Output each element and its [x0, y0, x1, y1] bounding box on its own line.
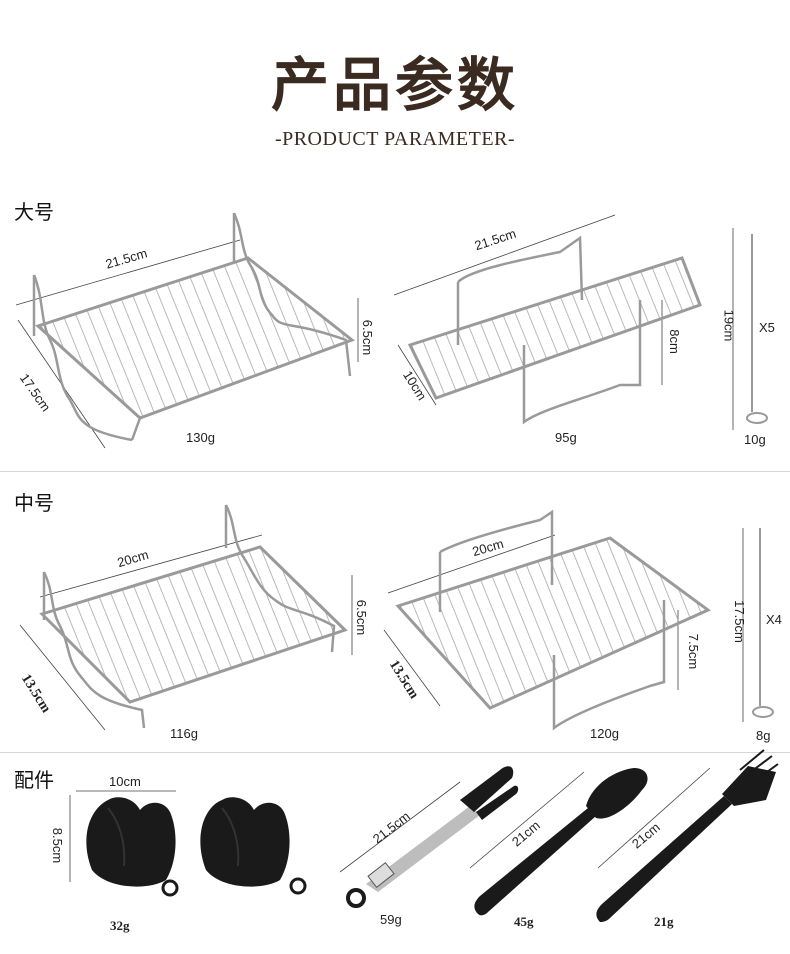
weight-medium-flat: 116g — [170, 726, 198, 741]
weight-tongs: 59g — [380, 912, 402, 927]
divider-medium-accessories — [0, 752, 790, 753]
section-label-accessories: 配件 — [14, 768, 54, 792]
weight-spatula: 45g — [514, 914, 534, 929]
dim-large-flat-height: 6.5cm — [360, 319, 376, 356]
dim-lines-tongs — [339, 781, 461, 873]
rack-medium-flat-shape — [39, 504, 348, 729]
weight-medium-skewer: 8g — [756, 728, 771, 743]
tongs-shape — [346, 766, 519, 908]
section-label-medium: 中号 — [14, 491, 54, 515]
weight-large-flat: 130g — [186, 430, 215, 445]
section-label-large: 大号 — [14, 200, 54, 224]
dim-large-skewer-length: 19cm — [721, 309, 737, 342]
qty-large-skewer: X5 — [759, 320, 775, 335]
spatula-shape — [474, 768, 648, 916]
dim-mitt-height: 8.5cm — [50, 827, 66, 864]
page-title: 产品参数 — [270, 51, 519, 119]
rack-large-raised-shape — [407, 235, 702, 425]
page-subtitle: -PRODUCT PARAMETER- — [274, 128, 516, 150]
qty-medium-skewer: X4 — [766, 612, 782, 627]
dim-large-raised-height: 8cm — [666, 329, 682, 354]
weight-large-skewer: 10g — [744, 432, 766, 447]
dim-lines-spatula — [469, 771, 585, 869]
weight-large-raised: 95g — [555, 430, 577, 445]
rack-medium-raised-shape — [395, 509, 711, 731]
divider-large-medium — [0, 471, 790, 472]
weight-medium-raised: 120g — [590, 726, 619, 741]
dim-medium-flat-height: 6.5cm — [354, 599, 370, 636]
skewer-medium-shape — [752, 528, 774, 718]
weight-brush: 21g — [654, 914, 674, 929]
rack-large-flat-shape — [32, 212, 356, 442]
dim-medium-raised-height: 7.5cm — [686, 633, 702, 670]
mitt-right-shape — [200, 797, 307, 895]
dim-medium-skewer-length: 17.5cm — [731, 600, 747, 643]
dim-mitt-width: 10cm — [109, 774, 141, 789]
weight-mitt: 32g — [110, 918, 130, 933]
brush-shape — [596, 749, 779, 922]
mitt-left-shape — [86, 797, 179, 897]
skewer-large-shape — [746, 234, 768, 424]
dim-lines-mitts — [69, 790, 176, 882]
dim-lines-brush — [597, 767, 711, 869]
